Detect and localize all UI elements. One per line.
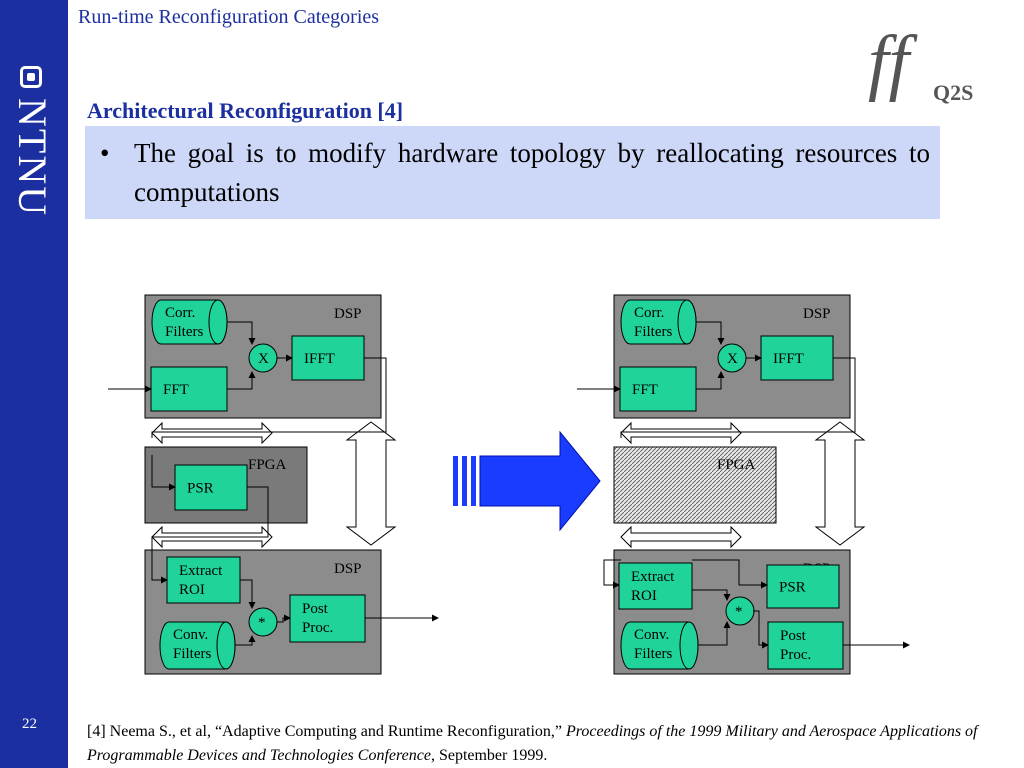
convolution-node-label: * [258,615,266,631]
psr-module: PSR [174,464,248,511]
fpga-label: FPGA [248,457,287,473]
corr-filters-module-label-2: Filters [165,324,203,340]
reference-citation: [4] Neema S., et al, “Adaptive Computing… [87,720,992,768]
conv-filters-module-label-1: Conv. [634,627,669,643]
dsp-dsp-bypass-link [345,421,397,546]
fpga-block [613,446,777,524]
connector-line [227,321,256,345]
psr-module-label: PSR [779,580,806,596]
slide-title: Run-time Reconfiguration Categories [78,6,380,28]
dsp-fpga-link-top [151,421,273,445]
connector-line [696,371,725,390]
psr-module-label: PSR [187,481,214,497]
connector-line [753,610,769,649]
dsp-top-label: DSP [803,306,831,322]
slide-number: 22 [22,716,37,732]
brand-name: NTNU [10,98,55,218]
extract-roi-module-label-2: ROI [179,582,205,598]
multiplier-node: X [717,343,747,373]
fft-module: FFT [150,366,228,412]
conv-filters-module-label-1: Conv. [173,627,208,643]
connector-line [692,589,731,601]
section-heading: Architectural Reconfiguration [4] [87,98,404,123]
sidebar: NTNU 22 [0,0,68,768]
connector-line [277,614,291,623]
multiplier-node-label: X [727,351,738,367]
extract-roi-module-label-1: Extract [179,563,223,579]
ntnu-logo-icon [20,66,42,88]
conv-filters-module: Conv. Filters [620,621,699,670]
transition-arrow [453,430,601,532]
connector-line [696,321,725,345]
ifft-module-label: IFFT [773,351,804,367]
bullet-text: The goal is to modify hardware topology … [134,138,930,207]
connector-line [698,621,731,646]
fft-module-label: FFT [163,382,189,398]
corr-filters-module-label-1: Corr. [634,305,664,321]
conv-filters-module: Conv. Filters [159,621,236,670]
corr-filters-module-label-2: Filters [634,324,672,340]
connector-line [620,357,856,438]
extract-roi-module-label-2: ROI [631,588,657,604]
reference-plain: [4] Neema S., et al, “Adaptive Computing… [87,723,566,740]
fft-module-label: FFT [632,382,658,398]
connector-line [151,357,387,438]
dsp-fpga-link-top [620,421,742,445]
connector-line [692,559,768,589]
ifft-module-label: IFFT [304,351,335,367]
dsp-top-label: DSP [334,306,362,322]
connector-line [151,486,269,584]
multiplier-node: X [248,343,278,373]
corr-filters-module: Corr. Filters [151,299,228,345]
conv-filters-module-label-2: Filters [634,646,672,662]
fpga-dsp-link-bottom [620,525,742,549]
conv-filters-module-label-2: Filters [173,646,211,662]
ifft-module: IFFT [760,335,834,381]
q2s-logo-text: Q2S [933,80,974,105]
connector-line [240,579,256,609]
corr-filters-module: Corr. Filters [620,299,697,345]
fft-module: FFT [619,366,697,412]
connector-line [227,371,256,390]
right-configuration: DSPCorr.FiltersXIFFTFFTFPGADSPExtractROI… [577,294,910,675]
reference-tail: , September 1999. [430,747,548,764]
q2s-logo-mark: ff [868,21,910,103]
psr-module: PSR [766,564,840,609]
fpga-label: FPGA [717,457,756,473]
connector-line [151,455,176,491]
connector-line [235,635,256,646]
corr-filters-module-label-1: Corr. [165,305,195,321]
dsp-dsp-bypass-link [814,421,866,546]
bullet-highlight [85,126,940,219]
bullet-marker: • [100,138,110,168]
extract-roi-module-label-1: Extract [631,569,675,585]
multiplier-node-label: X [258,351,269,367]
convolution-node: * [725,596,755,626]
post-proc-module-label-2: Proc. [302,620,333,636]
post-proc-module-label-2: Proc. [780,647,811,663]
post-proc-module-label-1: Post [302,601,329,617]
dsp-bottom-label: DSP [334,561,362,577]
ifft-module: IFFT [291,335,365,381]
convolution-node-label: * [735,604,743,620]
reference-italic: Proceedings of the 1999 Military and Aer… [87,723,978,764]
connector-line [603,559,621,589]
bullet-point: • The goal is to modify hardware topolog… [100,134,930,212]
post-proc-module-label-1: Post [780,628,807,644]
convolution-node: * [248,607,278,637]
